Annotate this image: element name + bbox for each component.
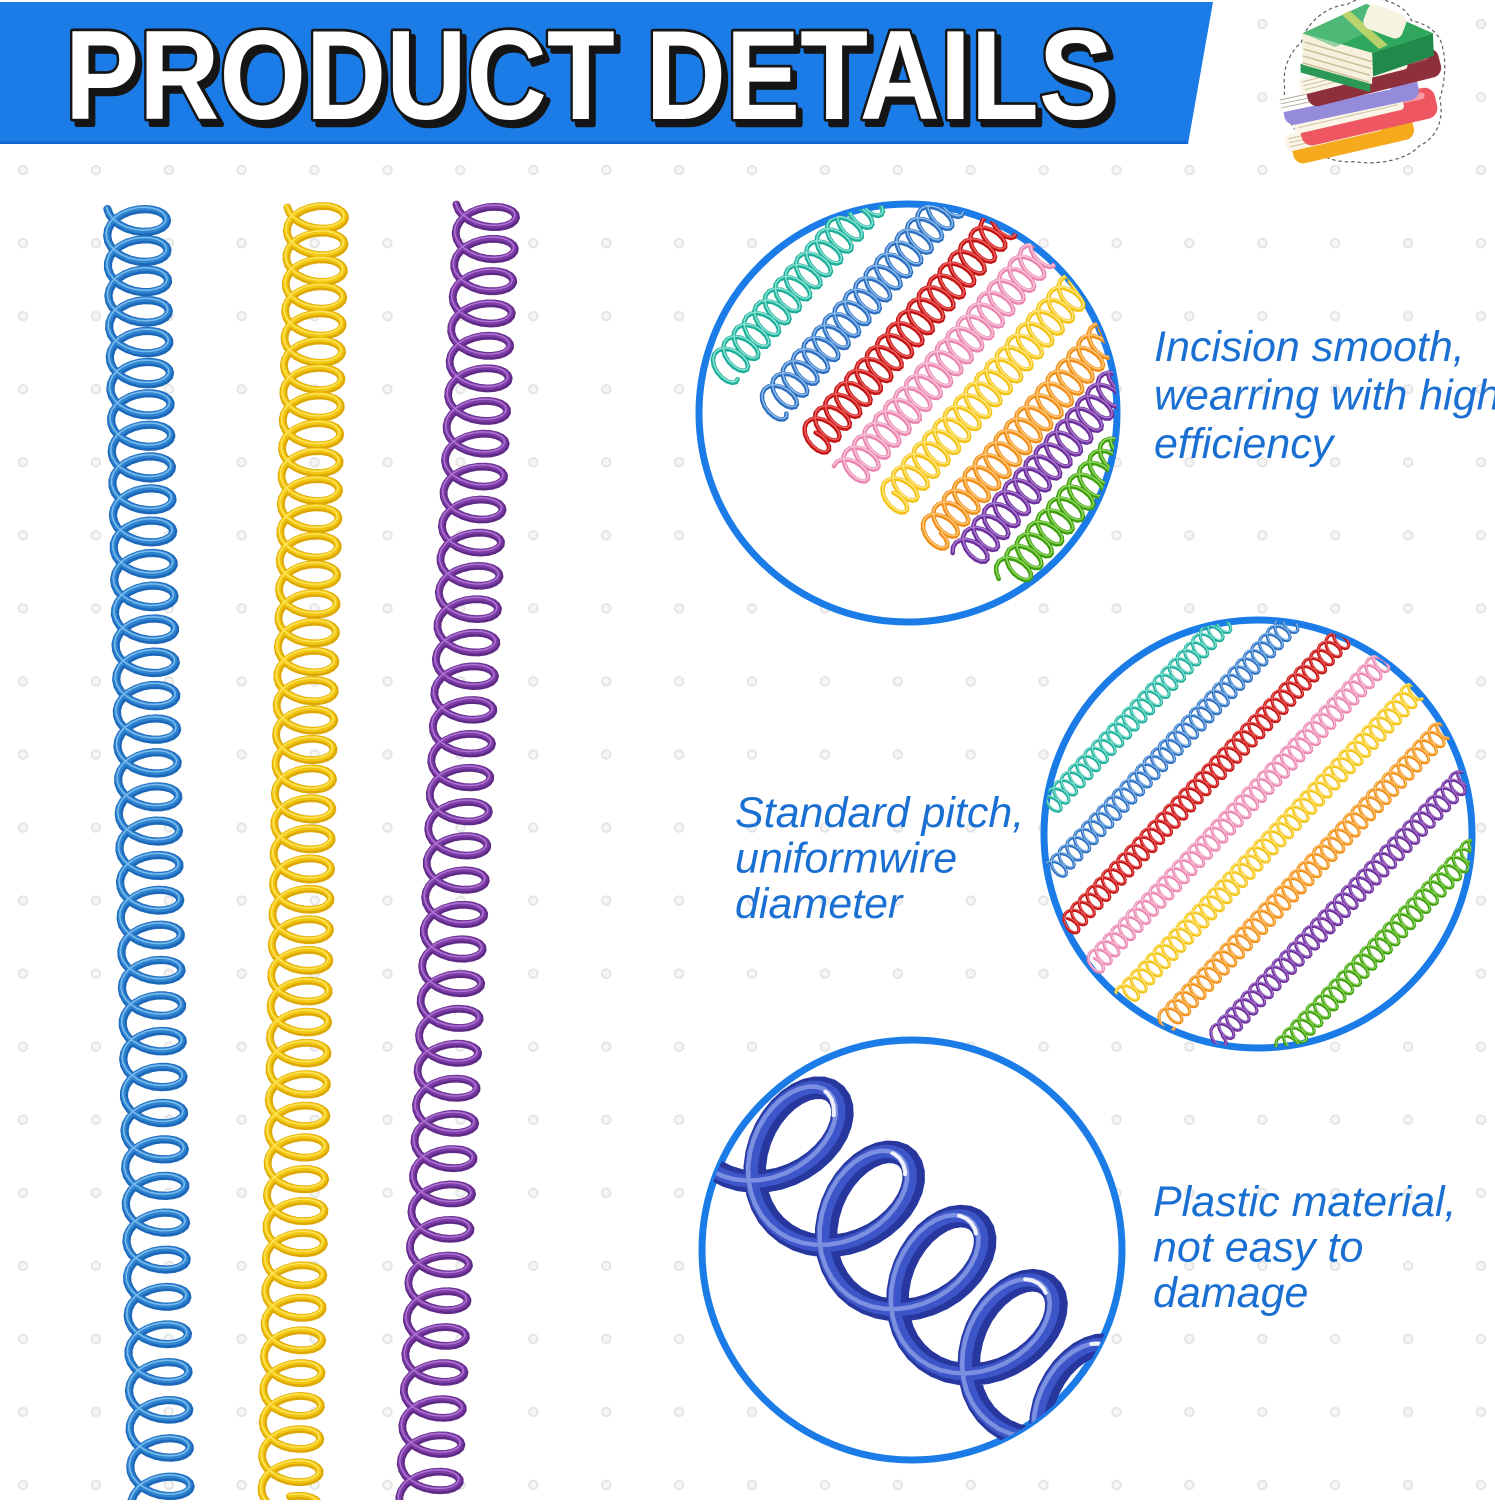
svg-text:Incision smooth,wearring with: Incision smooth,wearring with higheffici… [1154,323,1495,468]
svg-text:PRODUCT DETAILS: PRODUCT DETAILS [65,4,1113,146]
svg-text:PRODUCT DETAILS: PRODUCT DETAILS [70,10,1118,152]
